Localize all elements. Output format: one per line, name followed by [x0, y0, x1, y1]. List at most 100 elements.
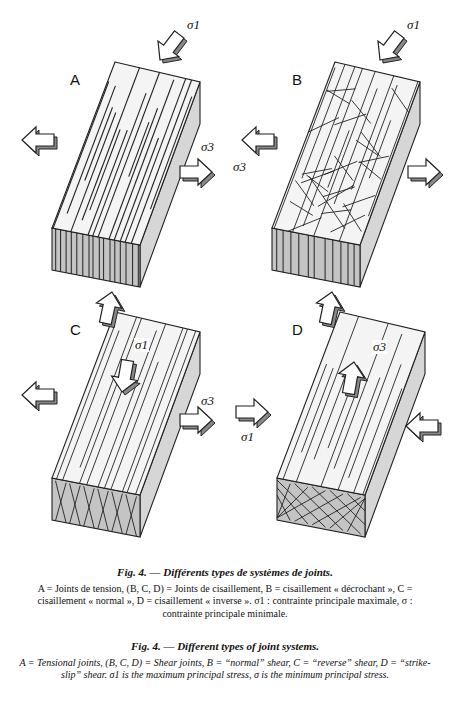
joint-trace [298, 233, 299, 275]
joint-trace [308, 118, 339, 132]
arrow-body [408, 159, 440, 185]
stress-arrow [316, 292, 344, 328]
joint-trace [98, 489, 109, 531]
joint-trace [122, 328, 183, 492]
joint-trace [125, 79, 186, 243]
joint-trace [321, 386, 359, 486]
joint-trace [55, 229, 56, 271]
joint-trace [295, 494, 343, 521]
joint-trace [71, 113, 116, 232]
joint-trace [349, 334, 402, 478]
joint-trace [347, 494, 365, 511]
joint-trace [71, 232, 72, 274]
panel-letter: A [70, 72, 80, 89]
stress-arrow [158, 31, 187, 63]
joint-trace [127, 329, 187, 492]
stress-label: σ1 [134, 338, 149, 352]
caption-title: Fig. 4. — Different types of joint syste… [18, 640, 432, 654]
joint-trace [369, 120, 390, 178]
joint-trace [93, 93, 146, 236]
joint-trace [347, 498, 365, 531]
joint-trace [120, 241, 121, 283]
rock-block [52, 62, 200, 287]
joint-trace [301, 368, 333, 452]
joint-trace [90, 130, 120, 211]
joint-trace [314, 366, 349, 459]
joint-trace [66, 231, 67, 273]
joint-trace [70, 486, 81, 524]
joint-trace [114, 80, 174, 240]
stress-label: σ1 [186, 18, 201, 32]
joint-trace [89, 235, 90, 277]
rock-block [272, 62, 420, 287]
caption-title: Fig. 4. — Différents types de systèmes d… [18, 566, 432, 580]
joint-trace [85, 107, 113, 180]
joint-trace [84, 488, 95, 526]
joint-trace [138, 245, 139, 287]
joint-trace [98, 73, 159, 237]
joint-trace [330, 498, 365, 528]
joint-trace [344, 204, 362, 232]
joint-trace [277, 491, 325, 518]
joint-trace [360, 161, 382, 179]
joint-trace [82, 68, 139, 220]
arrow-body [242, 127, 274, 153]
panel-letter: B [292, 72, 302, 89]
rock-block [277, 312, 425, 537]
joint-trace [327, 202, 345, 229]
stress-arrow [242, 127, 277, 156]
joint-trace [359, 156, 389, 162]
arrow-body [236, 399, 268, 425]
joint-trace [93, 236, 94, 278]
joint-trace [276, 229, 277, 271]
joint-trace [318, 185, 354, 206]
arrow-body [22, 382, 54, 408]
joint-trace [112, 492, 123, 534]
stress-label: σ3 [200, 394, 215, 408]
joint-trace [354, 364, 402, 492]
joint-trace [339, 85, 397, 241]
joint-trace [56, 481, 67, 523]
joint-trace [76, 233, 77, 275]
arrow-body [158, 31, 184, 60]
joint-trace [352, 100, 371, 123]
joint-trace [277, 480, 325, 527]
joint-trace [312, 487, 360, 534]
joint-trace [129, 122, 149, 177]
joint-trace [331, 215, 366, 232]
arrow-body [406, 413, 438, 439]
joint-trace [348, 243, 349, 285]
joint-trace [283, 364, 327, 479]
joint-trace [98, 331, 157, 487]
joint-trace [63, 331, 120, 481]
stress-label: σ3 [232, 160, 247, 174]
joint-trace [332, 240, 333, 282]
joint-trace [296, 316, 358, 481]
joint-trace [150, 97, 191, 210]
joint-trace [308, 235, 309, 277]
caption-text: A = Tensional joints, (B, C, D) = Shear … [18, 657, 432, 682]
top-face [52, 62, 200, 245]
joint-trace [327, 90, 350, 104]
arrow-body [22, 127, 54, 153]
joint-trace [314, 236, 315, 278]
joint-trace [57, 326, 115, 479]
joint-trace [131, 80, 191, 243]
stress-arrow [22, 127, 57, 156]
joint-trace [80, 318, 142, 483]
joint-trace [290, 232, 291, 274]
arrow-body [378, 31, 404, 60]
joint-trace [334, 156, 353, 181]
joint-trace [60, 230, 61, 272]
top-face [272, 62, 420, 245]
arrow-body [180, 159, 212, 185]
stress-arrow [408, 159, 443, 188]
joint-trace [132, 244, 133, 286]
rock-block [52, 312, 200, 537]
joint-trace [288, 218, 321, 231]
arrow-body [180, 407, 212, 433]
joint-trace [334, 89, 377, 205]
joint-trace [295, 180, 314, 206]
stress-arrow [112, 359, 141, 395]
stress-arrow [378, 31, 407, 63]
